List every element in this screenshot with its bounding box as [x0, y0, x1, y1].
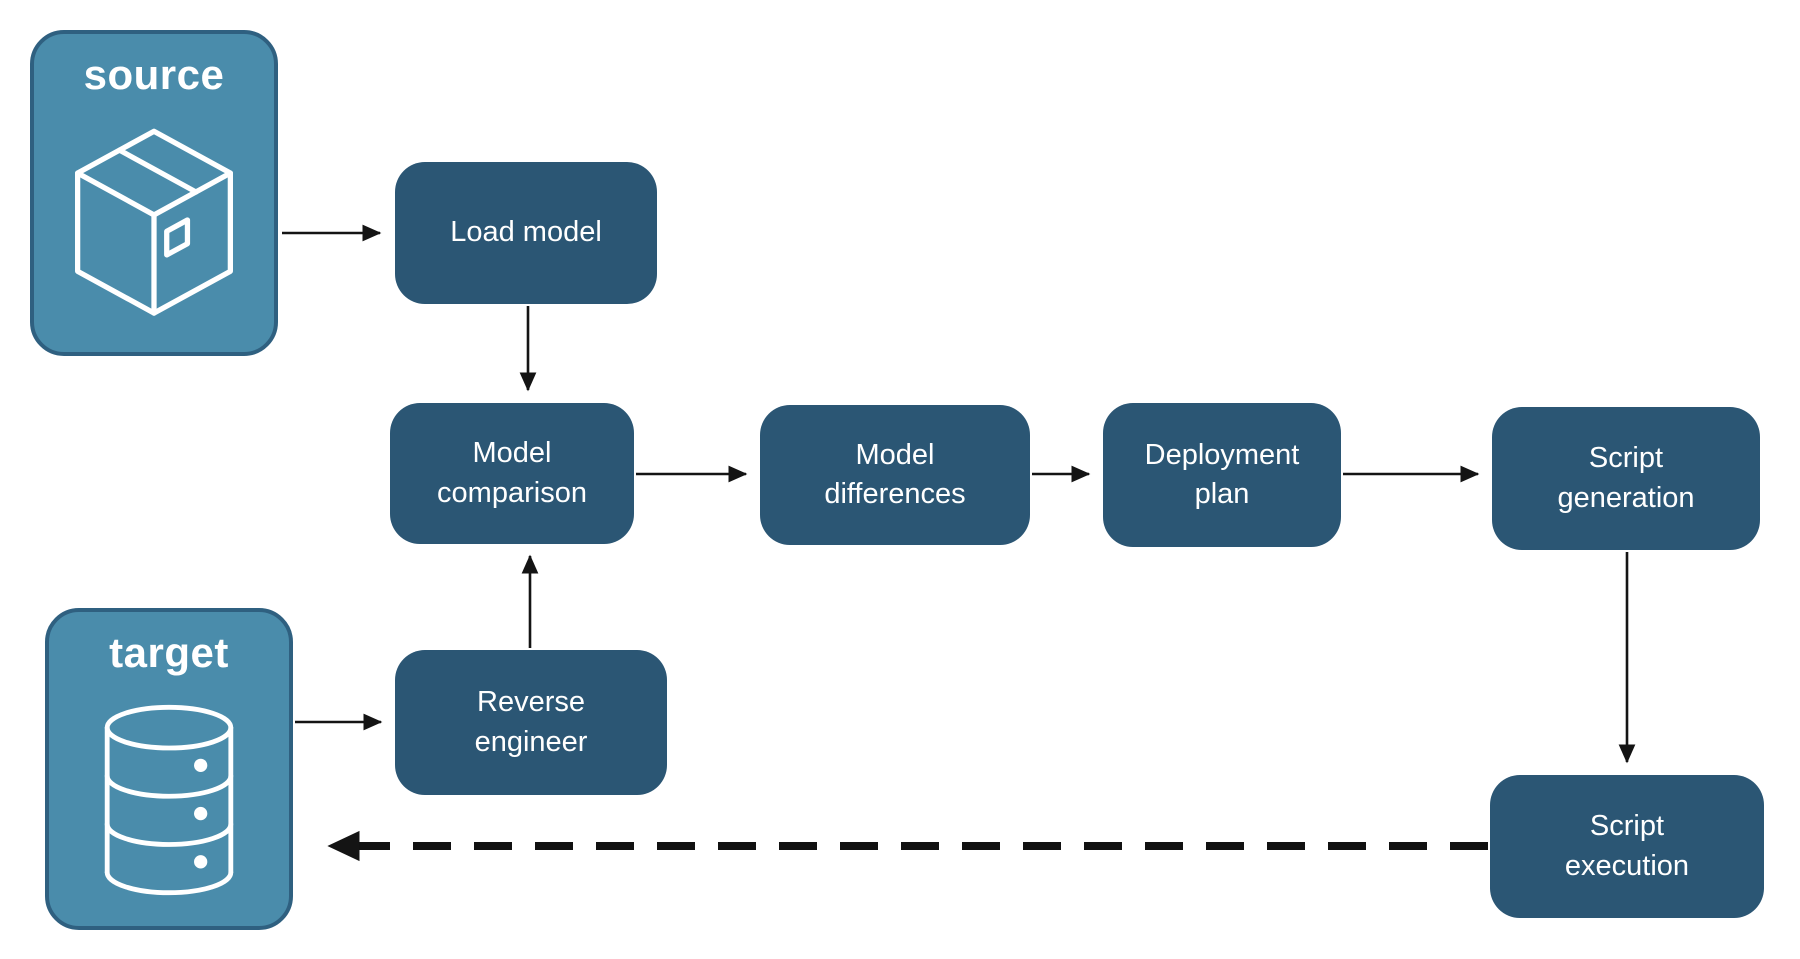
endpoint-source: source [30, 30, 278, 356]
target-label: target [109, 629, 229, 676]
package-icon [63, 96, 245, 352]
node-model-comparison: Model comparison [390, 403, 634, 544]
node-label: Deployment plan [1144, 438, 1300, 510]
node-load-model: Load model [395, 162, 657, 304]
node-script-execution: Script execution [1490, 775, 1764, 918]
node-model-differences: Model differences [760, 405, 1030, 545]
node-label: Reverse engineer [474, 686, 588, 758]
node-script-generation: Script generation [1492, 407, 1760, 550]
source-label: source [83, 51, 225, 98]
node-label: Load model [450, 216, 602, 249]
database-icon [93, 674, 245, 926]
node-deployment-plan: Deployment plan [1103, 403, 1341, 547]
endpoint-target: target [45, 608, 293, 930]
node-label: Script execution [1564, 810, 1690, 882]
node-reverse-engineer: Reverse engineer [395, 650, 667, 795]
node-label: Model comparison [437, 437, 587, 509]
node-label: Model differences [824, 438, 966, 510]
node-label: Script generation [1557, 442, 1695, 514]
